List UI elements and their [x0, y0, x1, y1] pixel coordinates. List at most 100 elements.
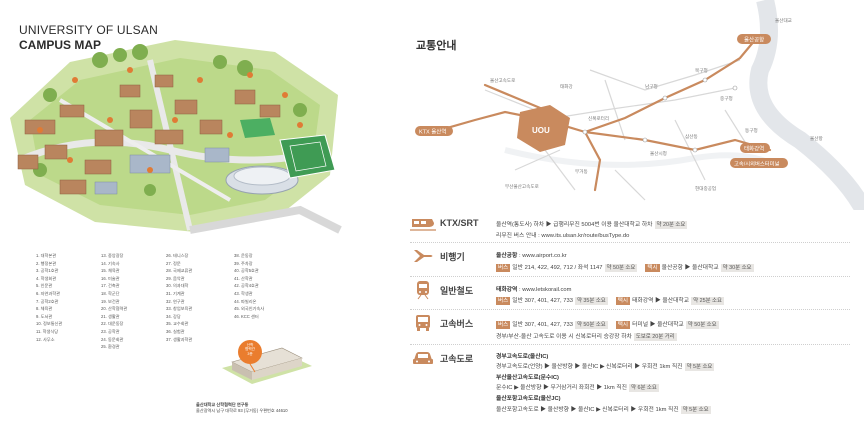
transport-title: 교통안내: [416, 40, 457, 52]
line-text: 경부고속도로(언양) ▶ 울산방향 ▶ 울산IC ▶ 신복로터리 ▶ 우회전 1…: [496, 364, 683, 370]
legend-item: 3. 공학1호관: [36, 268, 59, 274]
legend-column-3: 26. 테니스장 27. 정문 28. 국제교류관 29. 음악관 30. 의과…: [166, 253, 192, 344]
airplane-icon: [414, 250, 433, 262]
legend-item: 45. 외국인기숙사: [234, 306, 265, 312]
legend-item: 4. 학생회관: [36, 275, 57, 281]
map-label: 울산시청: [650, 150, 667, 157]
time-pill: 약 6분 소요: [629, 384, 659, 392]
time-pill: 약 35분 소요: [574, 297, 608, 305]
legend-item: 24. 동문회관: [101, 336, 124, 342]
taxi-tag: 택시: [615, 297, 631, 305]
map-label: 울산항: [810, 135, 823, 142]
legend-item: 5. 인문관: [36, 283, 53, 289]
car-line-1: 경부고속도로(울산IC): [496, 351, 548, 360]
legend-item: 38. 운동장: [234, 253, 253, 258]
legend-item: 33. 창업보육관: [166, 306, 193, 312]
location-badge: 산학 협력관 3층: [245, 343, 255, 356]
legend-item: 36. 실험관: [166, 328, 185, 334]
legend-item: 29. 음악관: [166, 275, 185, 281]
address-line-1: 울산대학교 산학협력단 연구동: [196, 402, 249, 407]
line-bold: 부산울산고속도로(문수IC): [496, 375, 559, 381]
line-text: 울산포항고속도로 ▶ 울산방향 ▶ 울산IC ▶ 신복로터리 ▶ 우회전 1km…: [496, 407, 679, 413]
legend-item: 13. 중앙광장: [101, 253, 124, 258]
map-label: 중구청: [720, 96, 733, 102]
station-pill: 태화강역: [744, 145, 764, 153]
legend-item: 37. 생활과학관: [166, 336, 193, 342]
divider: [410, 344, 850, 345]
line-text: 경부/부산-울산 고속도로 이용 시 신복로터리 승강장 하차: [496, 334, 632, 340]
line-text: 터미널 ▶ 울산대학교: [632, 322, 684, 328]
time-pill: 도보로 20분 거리: [633, 333, 677, 341]
line-text: 일반 307, 401, 427, 733: [512, 298, 573, 304]
legend-column-1: 1. 대학본관 2. 행정본관 3. 공학1호관 4. 학생회관 5. 인문관 …: [36, 253, 62, 344]
airplane-line-1: 울산공항 : www.airport.co.kr: [496, 250, 567, 259]
campus-map-illustration: [10, 40, 342, 384]
legend-item: 35. 교수회관: [166, 321, 189, 327]
legend-item: 1. 대학본관: [36, 253, 57, 258]
line-bold: 울산공항: [496, 253, 518, 259]
legend-item: 11. 학생식당: [36, 328, 59, 334]
rail-icon: [417, 281, 429, 300]
line-bold: 태화강역: [496, 287, 518, 293]
line-text: : www.letskorail.com: [518, 287, 572, 293]
legend-item: 8. 체육관: [36, 306, 53, 312]
map-label: 무거동: [575, 168, 588, 175]
line-text: 리무진 버스 안내 : www.its.ulsan.kr/route/busTy…: [496, 233, 630, 239]
rail-line-1: 태화강역 : www.letskorail.com: [496, 284, 571, 293]
legend-item: 25. 환경관: [101, 344, 120, 350]
legend-item: 2. 행정본관: [36, 260, 57, 266]
legend-item: 14. 기숙사: [101, 260, 120, 266]
time-pill: 약 50분 소요: [685, 321, 719, 329]
line-bold: 울산포항고속도로(울산JC): [496, 396, 561, 402]
map-label: 신복로터리: [588, 115, 609, 122]
time-pill: 약 50분 소요: [604, 264, 638, 272]
car-title: 고속도로: [440, 354, 474, 364]
car-line-5: 울산포항고속도로(울산JC): [496, 393, 561, 402]
legend-item: 23. 공학관: [101, 328, 120, 334]
legend-item: 31. 기계관: [166, 290, 185, 296]
divider: [410, 309, 850, 310]
map-label: 울산대교: [775, 17, 792, 24]
time-pill: 약 50분 소요: [574, 321, 608, 329]
legend-item: 21. 생활관: [101, 313, 120, 319]
divider: [410, 242, 850, 243]
map-title-line2: CAMPUS MAP: [19, 38, 102, 52]
ktx-title: KTX/SRT: [440, 218, 479, 228]
line-text: 울산역(통도사) 하차 ▶ 급행리무진 5004번 이용 울산대학교 하차: [496, 222, 653, 228]
taxi-tag: 택시: [645, 264, 660, 272]
legend-item: 10. 정보통신관: [36, 321, 63, 327]
line-text: 울산공항 ▶ 울산대학교: [661, 265, 719, 271]
time-pill: 약 5분 소요: [684, 363, 715, 371]
line-text: 일반 307, 401, 427, 733: [512, 322, 573, 328]
bus-icon: [416, 315, 430, 331]
rail-title: 일반철도: [440, 286, 474, 296]
legend-item: 44. 파빌리온: [234, 298, 257, 304]
legend-item: 16. 미술관: [101, 275, 120, 281]
map-label: 울산고속도로: [490, 77, 515, 84]
legend-item: 28. 국제교류관: [166, 268, 193, 274]
legend-item: 27. 정문: [166, 260, 181, 266]
line-text: : www.airport.co.kr: [518, 253, 567, 259]
car-line-2: 경부고속도로(언양) ▶ 울산방향 ▶ 울산IC ▶ 신복로터리 ▶ 우회전 1…: [496, 361, 715, 371]
campus-address: 울산대학교 산학협력단 연구동 울산광역시 남구 대학로 93 (무거동) 우편…: [196, 402, 288, 414]
legend-item: 9. 도서관: [36, 313, 53, 319]
address-line-2: 울산광역시 남구 대학로 93 (무거동) 우편번호 44610: [196, 408, 288, 413]
map-label: 남구청: [645, 83, 658, 90]
time-pill: 약 30분 소요: [720, 264, 754, 272]
legend-item: 32. 연구관: [166, 298, 185, 304]
bus-tag: 버스: [496, 264, 511, 272]
time-pill: 약 25분 소요: [691, 297, 724, 305]
legend-item: 7. 공학2호관: [36, 298, 59, 304]
map-label: 북구청: [695, 68, 708, 74]
legend-item: 34. 강당: [166, 313, 181, 319]
legend-column-4: 38. 운동장 39. 주차장 40. 공학5호관 41. 산학관 42. 공학…: [234, 253, 264, 321]
legend-item: 12. 사무소: [36, 336, 55, 342]
map-label: 부산울산고속도로: [505, 183, 539, 190]
line-bold: 경부고속도로(울산IC): [496, 354, 549, 360]
